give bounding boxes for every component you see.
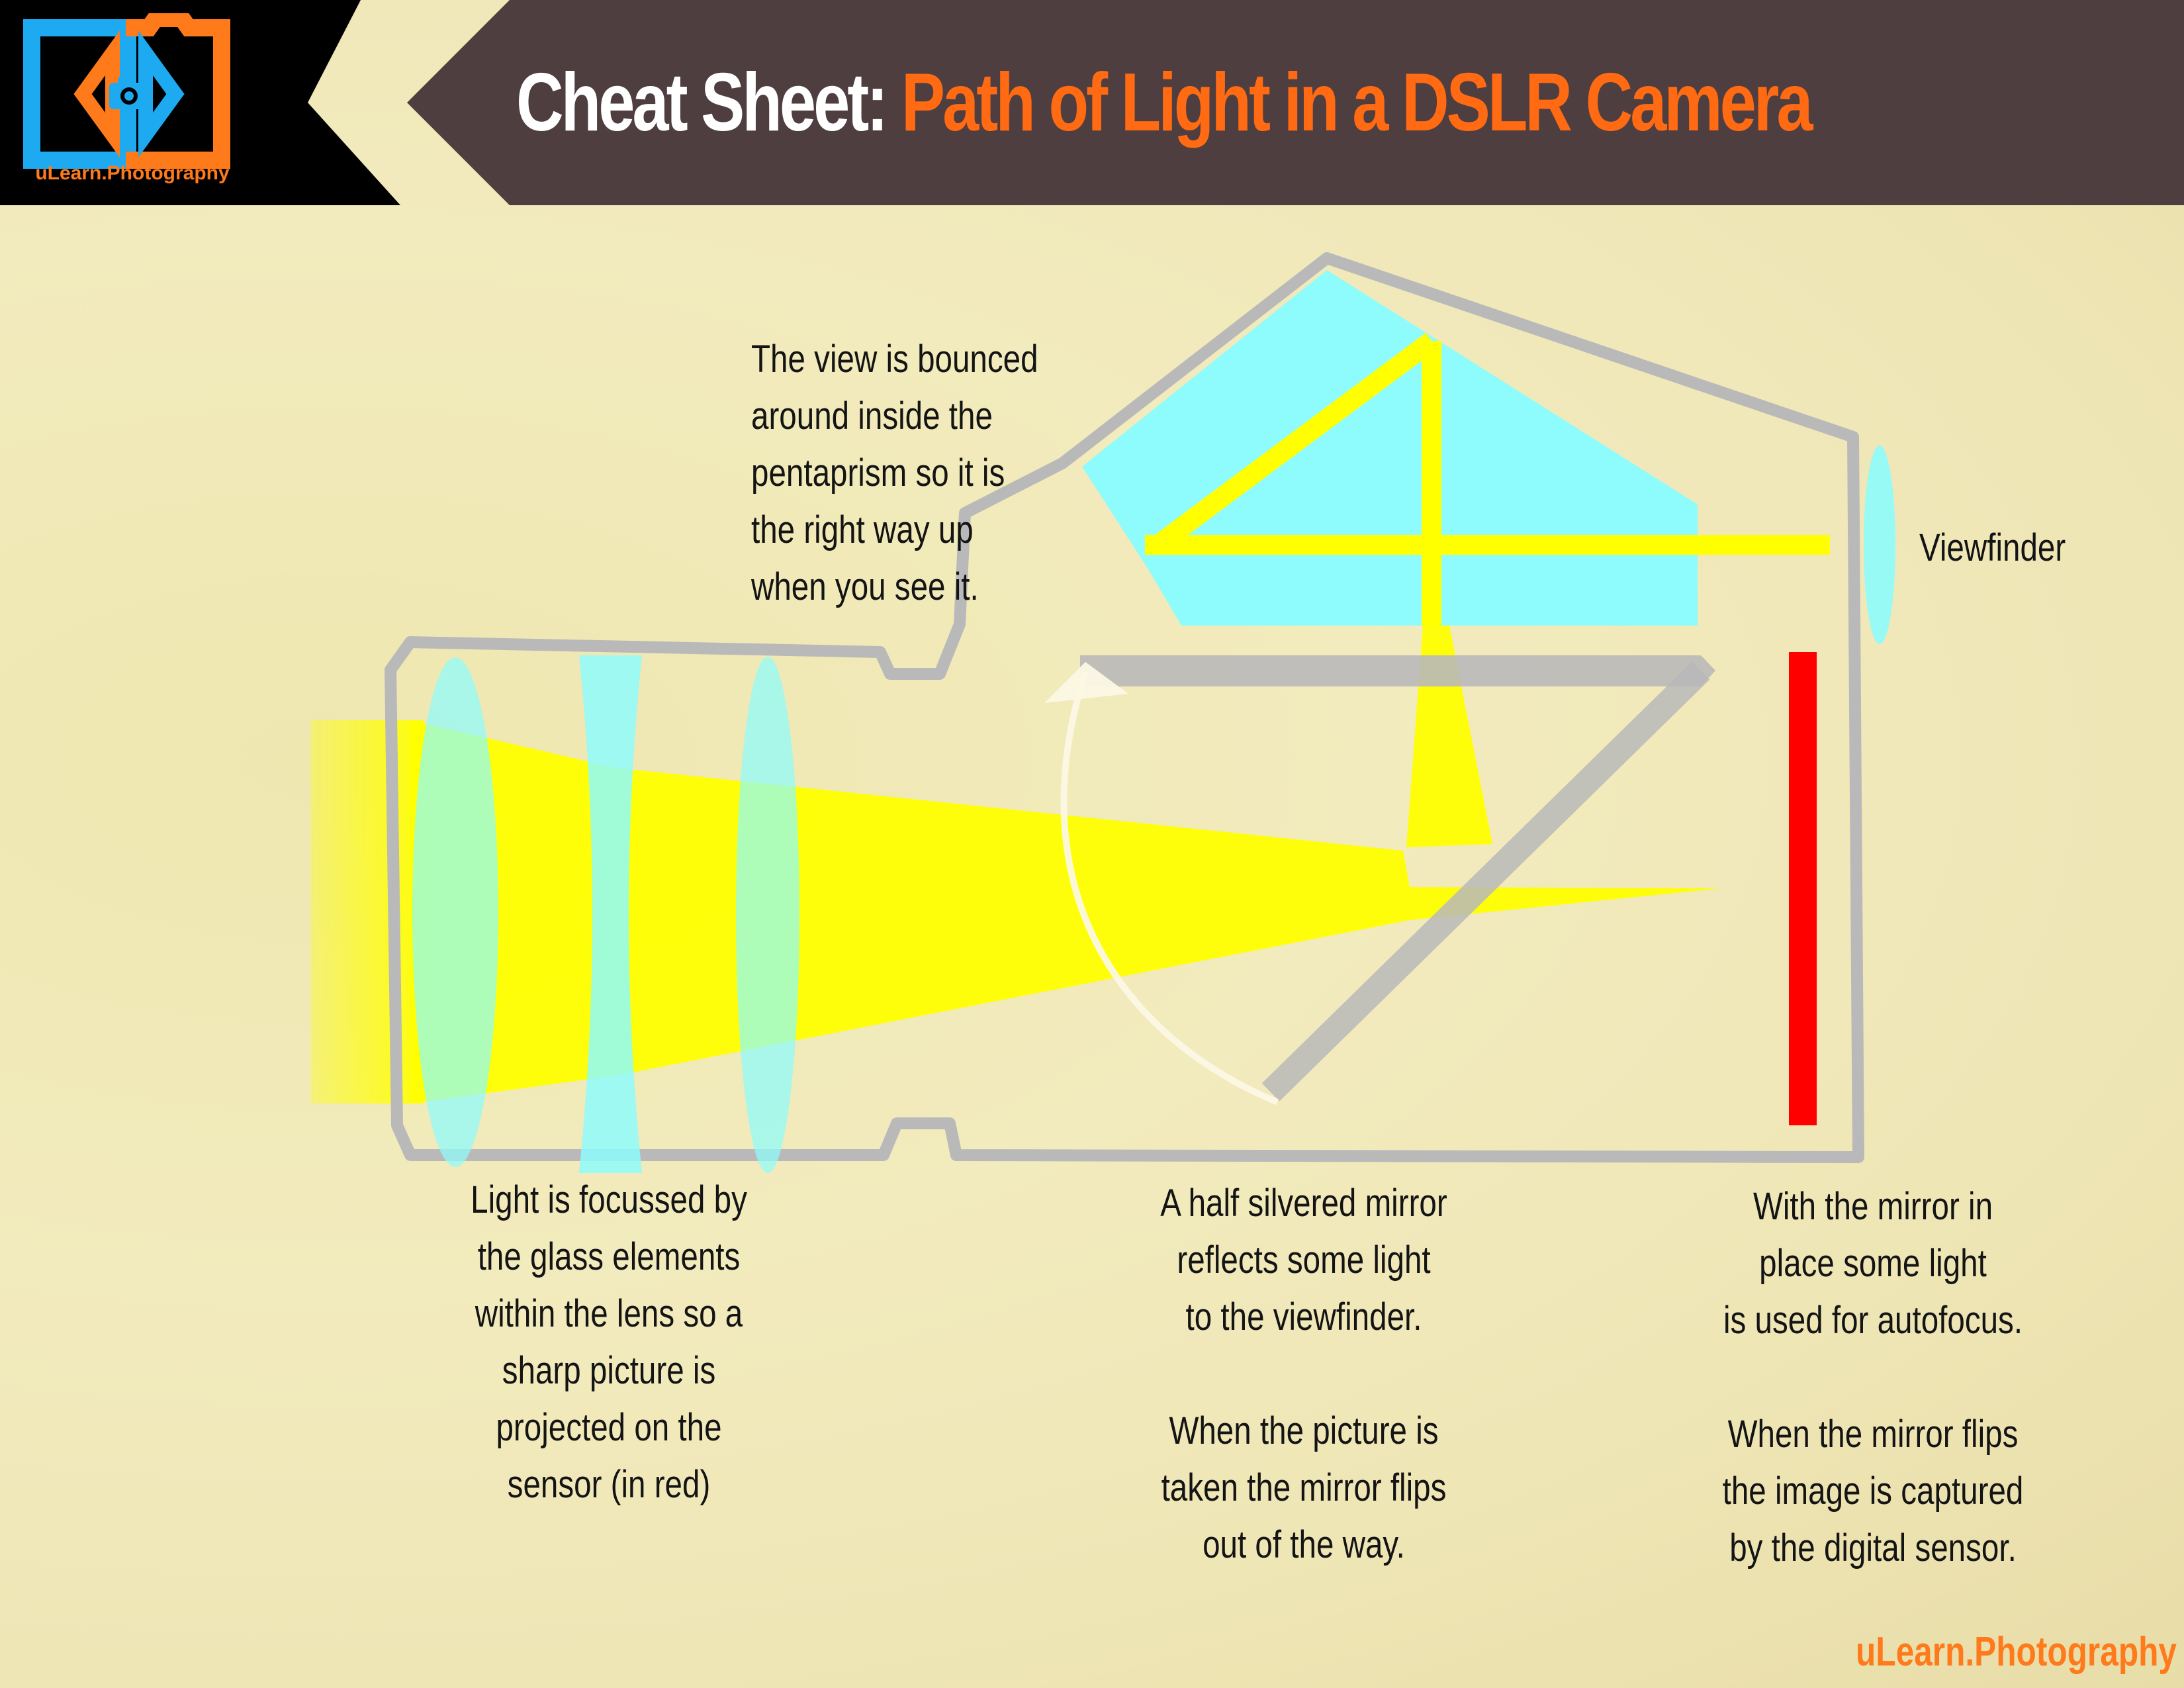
half-silvered-mirror [1261, 661, 1710, 1102]
mirror-flip-arrow [1060, 671, 1279, 1105]
logo-frame-orange [126, 13, 230, 169]
incoming-light [311, 720, 424, 1103]
pentaprism-light-path [1145, 332, 1830, 626]
logo-caption: uLearn.Photography [35, 162, 230, 184]
page-title: Cheat Sheet: Path of Light in a DSLR Cam… [516, 36, 1813, 169]
lens-caption: Light is focussed by the glass elements … [471, 1178, 747, 1506]
lens-element-front [412, 657, 498, 1167]
viewfinder-eyepiece [1864, 445, 1895, 644]
pentaprism [1082, 270, 1698, 626]
mirror-caption: A half silvered mirror reflects some lig… [1160, 1182, 1447, 1566]
title-subject: Path of Light in a DSLR Camera [901, 57, 1813, 148]
pentaprism-caption: The view is bounced around inside the pe… [751, 338, 1038, 608]
camera-icon [109, 77, 149, 109]
footer-brand: uLearn.Photography [1856, 1629, 2177, 1675]
camera-body-outline [385, 252, 1864, 1163]
sensor-caption: With the mirror in place some light is u… [1722, 1185, 2024, 1570]
arrow-head-icon [1044, 662, 1128, 703]
viewfinder-label: Viewfinder [1919, 526, 2066, 569]
header-title-band [407, 0, 2184, 205]
title-prefix: Cheat Sheet: [516, 57, 888, 148]
lens-element-rear [736, 657, 799, 1173]
lens-element-middle [579, 655, 642, 1173]
brand-logo [23, 13, 230, 169]
header-bar [0, 0, 2184, 205]
digital-sensor [1789, 652, 1817, 1125]
lens-light-beam [410, 720, 1721, 1103]
mirror-raised-position [1080, 655, 1715, 686]
